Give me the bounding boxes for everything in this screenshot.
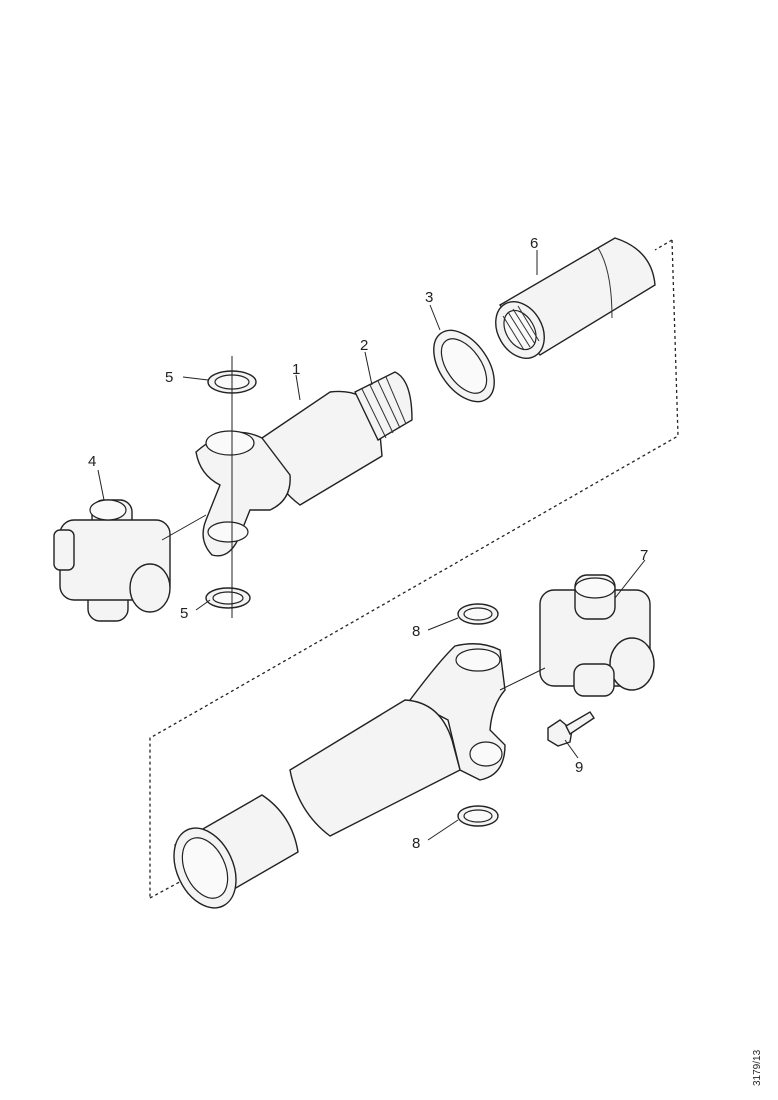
- callout-6: 6: [530, 235, 538, 252]
- callout-1: 1: [292, 361, 300, 378]
- part-4-universal-joint: [53, 499, 171, 622]
- part-5-lower-ring: [205, 587, 251, 609]
- callout-9: 9: [575, 759, 583, 776]
- part-8-lower-ring: [457, 805, 499, 827]
- lower-tube-section: [173, 794, 299, 909]
- callout-4: 4: [88, 453, 96, 470]
- part-1-slip-yoke: [195, 390, 383, 557]
- part-7-universal-joint: [539, 574, 655, 697]
- callout-8-lower: 8: [412, 835, 420, 852]
- leader-lines: [97, 250, 646, 841]
- part-6-splines: [502, 305, 540, 351]
- part-8-upper-ring: [457, 603, 499, 625]
- callout-2: 2: [360, 337, 368, 354]
- lower-end-yoke: [289, 643, 506, 837]
- part-6-tube: [495, 237, 656, 359]
- assembly-boundary: [149, 239, 679, 899]
- part-2-splined-stub: [354, 371, 413, 441]
- figure-code: 3179/13: [752, 1049, 763, 1086]
- part-3-seal-ring: [433, 329, 495, 403]
- callout-7: 7: [640, 547, 648, 564]
- callout-8-upper: 8: [412, 623, 420, 640]
- callout-5-lower: 5: [180, 605, 188, 622]
- part-9-bolt: [547, 711, 595, 747]
- callout-3: 3: [425, 289, 433, 306]
- callout-5-upper: 5: [165, 369, 173, 386]
